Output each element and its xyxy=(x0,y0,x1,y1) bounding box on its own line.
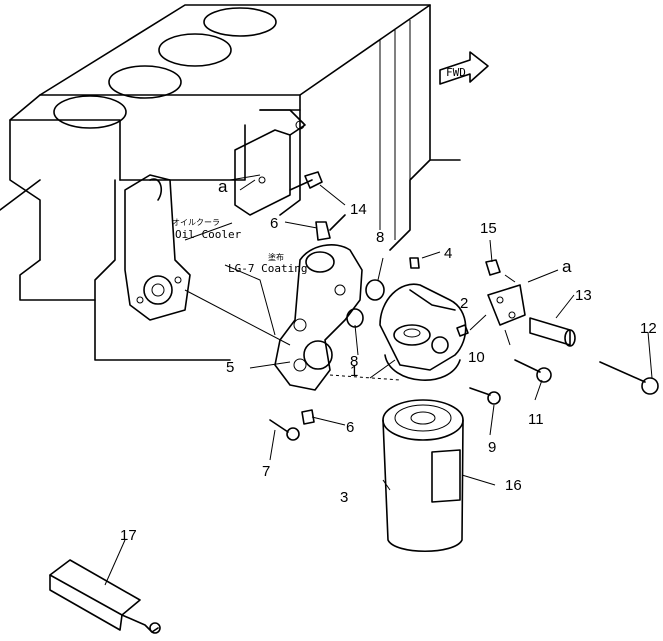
filter-cartridge xyxy=(382,399,464,553)
label-7: 7 xyxy=(262,463,270,480)
label-6-top: 6 xyxy=(270,215,278,232)
label-14: 14 xyxy=(350,201,367,218)
oil-cooler-jp-note: オイルクーラ xyxy=(172,218,220,227)
bolt-14 xyxy=(289,171,346,206)
bracket-10 xyxy=(487,284,526,326)
label-13: 13 xyxy=(575,287,592,304)
bolt-9 xyxy=(469,387,491,396)
label-17: 17 xyxy=(120,527,137,544)
spacer-13 xyxy=(529,317,571,346)
label-4: 4 xyxy=(444,245,452,262)
label-15: 15 xyxy=(480,220,497,237)
fwd-label: FWD xyxy=(446,66,466,79)
filter-head xyxy=(379,283,467,381)
label-3: 3 xyxy=(340,489,348,506)
nut-6b xyxy=(301,409,315,425)
coating-note: LG-7 Coating xyxy=(228,262,307,275)
label-9: 9 xyxy=(488,439,496,456)
label-6-bottom: 6 xyxy=(346,419,354,436)
nut-15 xyxy=(485,259,501,276)
label-8-top: 8 xyxy=(376,229,384,246)
label-11: 11 xyxy=(528,411,544,428)
ref-letter-a-left: a xyxy=(218,177,228,196)
adapter-5 xyxy=(274,221,363,391)
label-8-bottom: 8 xyxy=(350,353,358,370)
label-10: 10 xyxy=(468,349,485,366)
label-16: 16 xyxy=(505,477,522,494)
o-rings xyxy=(346,279,385,328)
bolt-7 xyxy=(269,419,289,433)
leader-lines xyxy=(104,174,653,586)
label-2: 2 xyxy=(460,295,468,312)
label-1: 1 xyxy=(350,363,358,380)
plug-2 xyxy=(456,324,469,337)
plug-4 xyxy=(409,257,420,269)
engine-block xyxy=(0,4,461,361)
label-12: 12 xyxy=(640,320,657,337)
centerline xyxy=(329,374,401,381)
oil-cooler-note: Oil Cooler xyxy=(175,228,242,241)
coating-jp-note: 塗布 xyxy=(268,252,284,262)
wrench-tool-17 xyxy=(49,559,161,634)
forward-arrow-icon: FWD xyxy=(439,51,489,85)
label-5: 5 xyxy=(226,359,234,376)
bolt-11 xyxy=(514,359,541,373)
bolt-12 xyxy=(599,361,646,383)
ref-letter-a-right: a xyxy=(562,257,572,276)
